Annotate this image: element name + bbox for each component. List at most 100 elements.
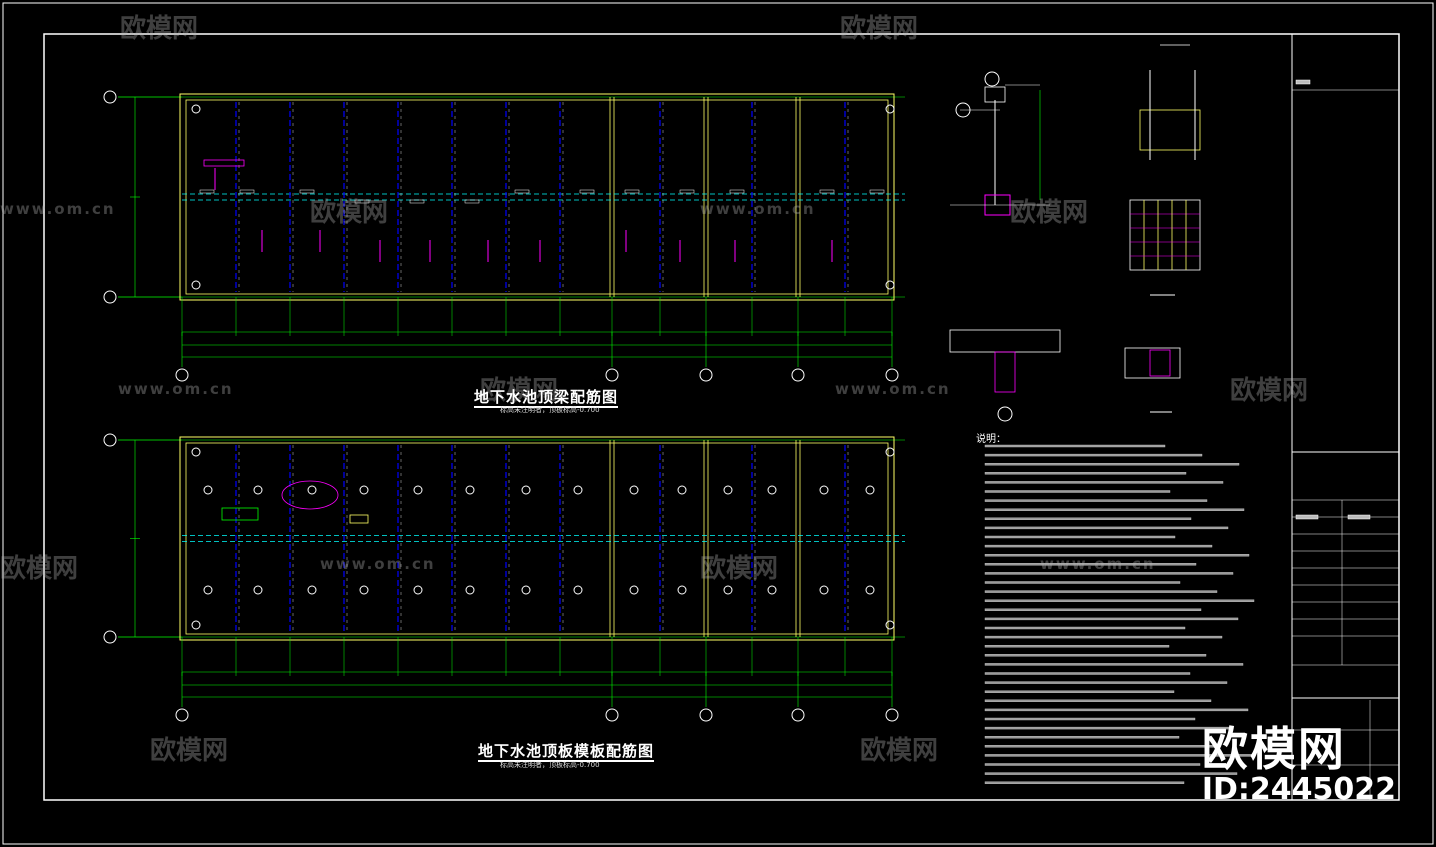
- note-text-line: [984, 481, 1224, 484]
- note-text-line: [984, 772, 1238, 775]
- title-block-mark: [1295, 79, 1311, 85]
- note-text-line: [984, 699, 1212, 702]
- note-text-line: [984, 681, 1228, 684]
- rebar-annotation-box: [203, 159, 245, 167]
- slab-mark-circle: [253, 485, 263, 495]
- note-text-line: [984, 708, 1249, 712]
- beam-label-mark: [239, 189, 255, 194]
- top-plan-col-bubble: [605, 368, 619, 382]
- slab-mark-circle: [203, 485, 213, 495]
- top-plan-col-bubble: [175, 368, 189, 382]
- top-plan-corner-column: [885, 104, 895, 114]
- note-text-line: [984, 444, 1166, 448]
- bottom-plan-corner-column: [191, 620, 201, 630]
- bottom-plan-col-bubble: [699, 708, 713, 722]
- detail-bubble: [997, 406, 1013, 422]
- slab-mark-circle: [307, 485, 317, 495]
- top-plan-col-bubble: [699, 368, 713, 382]
- bottom-plan-subtitle: 标高未注明者，顶板标高-0.700: [500, 761, 600, 769]
- beam-label-mark: [729, 189, 745, 194]
- note-text-line: [984, 572, 1234, 575]
- beam-label-mark: [624, 189, 640, 194]
- note-text-line: [984, 663, 1244, 666]
- slab-mark-circle: [677, 485, 687, 495]
- drawing-frame: [43, 33, 1400, 801]
- note-text-line: [984, 626, 1186, 630]
- note-text-line: [984, 599, 1255, 602]
- note-text-line: [984, 590, 1218, 593]
- note-text-line: [984, 690, 1175, 693]
- note-text-line: [984, 526, 1229, 530]
- beam-label-mark: [354, 199, 370, 204]
- slab-mark-circle: [819, 585, 829, 595]
- bottom-plan-col-bubble: [605, 708, 619, 722]
- top-plan-subtitle: 标高未注明者，顶板标高-0.700: [500, 406, 600, 414]
- detail-bubble: [955, 102, 971, 118]
- beam-label-mark: [464, 199, 480, 204]
- detail-box: [984, 86, 1006, 103]
- slab-mark-circle: [521, 585, 531, 595]
- note-text-line: [984, 472, 1187, 475]
- section-2-2-rebar: [1149, 349, 1171, 377]
- beam-detail-post: [994, 351, 1016, 393]
- note-text-line: [984, 617, 1239, 621]
- beam-detail: [949, 329, 1061, 353]
- slab-mark-circle: [865, 485, 875, 495]
- beam-label-mark: [679, 189, 695, 194]
- bottom-plan-corner-column: [191, 447, 201, 457]
- beam-label-mark: [299, 189, 315, 194]
- slab-mark-circle: [203, 585, 213, 595]
- note-text-line: [984, 544, 1213, 548]
- title-block-mark: [1295, 514, 1319, 520]
- section-1-1-outline: [1129, 199, 1201, 271]
- beam-label-mark: [514, 189, 530, 194]
- note-text-line: [984, 508, 1245, 511]
- detail-bubble: [984, 71, 1000, 87]
- cloud-revision-mark: [281, 480, 339, 510]
- bottom-plan-col-bubble: [175, 708, 189, 722]
- slab-mark-circle: [521, 485, 531, 495]
- title-block-mark: [1347, 514, 1371, 520]
- note-text-line: [984, 736, 1180, 739]
- note-text-line: [984, 781, 1185, 784]
- top-plan-col-bubble: [885, 368, 899, 382]
- slab-mark-circle: [413, 585, 423, 595]
- note-text-line: [984, 490, 1171, 493]
- slab-mark-circle: [767, 485, 777, 495]
- beam-label-mark: [869, 189, 885, 194]
- slab-mark-circle: [629, 585, 639, 595]
- slab-mark-circle: [413, 485, 423, 495]
- note-text-line: [984, 463, 1240, 466]
- beam-label-mark: [199, 189, 215, 194]
- top-plan-axis-bubble: [103, 290, 117, 304]
- top-plan-col-bubble: [791, 368, 805, 382]
- bottom-plan-axis-bubble: [103, 630, 117, 644]
- top-plan-outer-wall: [179, 93, 895, 301]
- bottom-plan-outer-wall: [179, 436, 895, 641]
- slab-mark-circle: [307, 585, 317, 595]
- note-text-line: [984, 672, 1191, 675]
- note-text-line: [984, 745, 1217, 748]
- slab-mark-circle: [573, 585, 583, 595]
- slab-mark-circle: [359, 485, 369, 495]
- bottom-plan-title: 地下水池顶板模板配筋图: [478, 742, 655, 762]
- note-text-line: [984, 535, 1176, 539]
- slab-mark-circle: [629, 485, 639, 495]
- slab-mark-circle: [677, 585, 687, 595]
- note-text-line: [984, 654, 1207, 657]
- note-text-line: [984, 517, 1192, 520]
- note-text-line: [984, 726, 1233, 730]
- bottom-plan-corner-column: [885, 447, 895, 457]
- note-text-line: [984, 563, 1197, 566]
- slab-mark-circle: [723, 485, 733, 495]
- bottom-plan-col-bubble: [791, 708, 805, 722]
- bottom-plan-col-bubble: [885, 708, 899, 722]
- top-plan-corner-column: [885, 280, 895, 290]
- beam-label-mark: [579, 189, 595, 194]
- bottom-plan-inner-wall: [185, 442, 889, 635]
- top-plan-axis-bubble: [103, 90, 117, 104]
- slab-mark-circle: [253, 585, 263, 595]
- top-plan-inner-wall: [185, 99, 889, 295]
- bracket-detail: [1139, 109, 1201, 151]
